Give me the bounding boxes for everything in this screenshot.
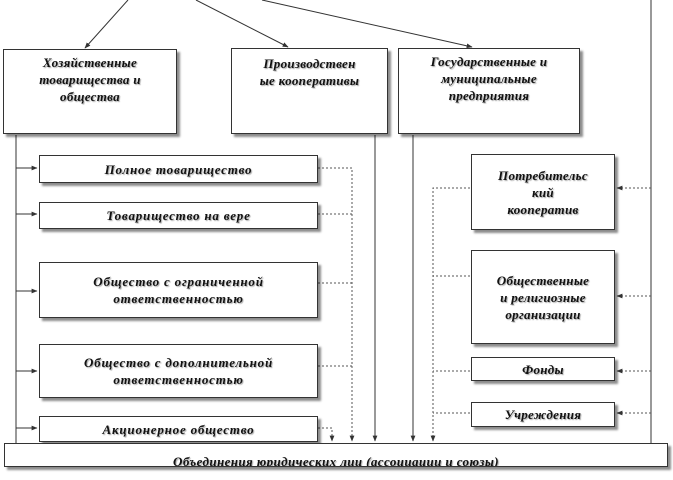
associations-unions-bar: Объединения юридических лиц (ассоциации … [4, 443, 668, 467]
item-funds: Фонды [471, 357, 615, 381]
left-branches [16, 165, 38, 431]
top-arrows [84, 0, 473, 49]
associations-unions-label: Объединения юридических лиц (ассоциации … [173, 454, 499, 467]
item-llc: Общество с ограниченной ответственностью [39, 262, 318, 318]
arrow-to-business [84, 0, 129, 49]
item-limited-partnership: Товарищество на вере [39, 202, 318, 229]
item-consumer-cooperative: Потребительс кий кооператив [471, 154, 615, 230]
arrow-to-state-enterprises [261, 0, 473, 49]
item-joint-stock-company: Акционерное общество [39, 416, 318, 442]
arrow-to-cooperatives [195, 0, 289, 48]
collector-jsc [318, 427, 335, 442]
category-state-municipal-enterprises: Государственные и муниципальные предприя… [398, 48, 580, 134]
right-branches [616, 185, 651, 416]
vertical-trunks [15, 0, 652, 443]
item-full-partnership: Полное товарищество [39, 155, 318, 183]
collector-consumer-coop [430, 187, 470, 442]
item-additional-liability-company: Общество с дополнительной ответственност… [39, 344, 318, 398]
item-public-religious-organizations: Общественные и религиозные организации [471, 250, 615, 344]
category-production-cooperatives: Производствен ые кооперативы [231, 48, 388, 134]
right-collectors [430, 187, 470, 442]
collector-full-partnership [318, 167, 355, 442]
left-collectors [318, 167, 355, 442]
item-institutions: Учреждения [471, 402, 615, 427]
category-business-partnerships: Хозяйственные товарищества и общества [3, 49, 177, 134]
